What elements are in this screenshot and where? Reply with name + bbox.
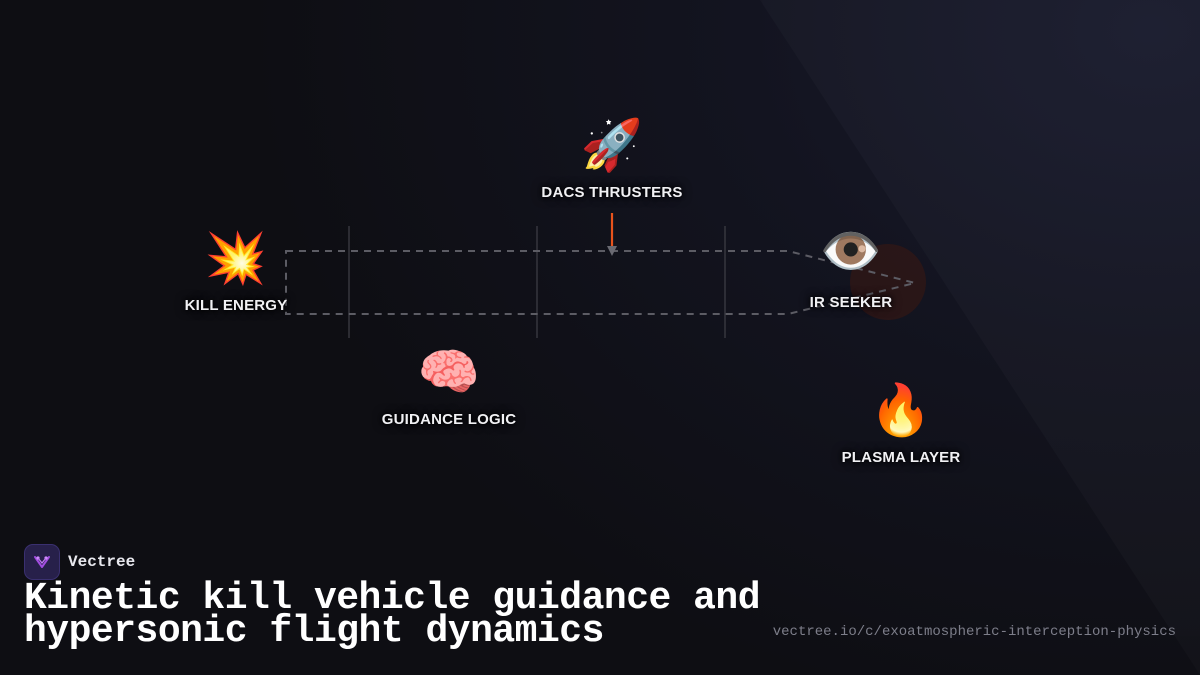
node-label: PLASMA LAYER: [841, 449, 961, 466]
node-guidance-logic: 🧠 GUIDANCE LOGIC: [382, 343, 516, 428]
brand: Vectree: [24, 544, 135, 580]
rocket-icon: 🚀: [580, 116, 644, 174]
node-label: KILL ENERGY: [184, 297, 288, 314]
fire-icon: 🔥: [869, 381, 933, 439]
brand-name: Vectree: [68, 553, 136, 571]
brain-icon: 🧠: [417, 343, 481, 401]
node-kill-energy: 💥 KILL ENERGY: [185, 229, 288, 314]
node-label: DACS THRUSTERS: [541, 184, 683, 201]
node-label: GUIDANCE LOGIC: [381, 411, 517, 428]
collision-icon: 💥: [204, 229, 268, 287]
node-plasma-layer: 🔥 PLASMA LAYER: [842, 381, 961, 466]
node-ir-seeker: 👁️ IR SEEKER: [810, 222, 893, 311]
node-label: IR SEEKER: [809, 294, 893, 311]
page-title: Kinetic kill vehicle guidance and hypers…: [24, 577, 761, 653]
source-url[interactable]: vectree.io/c/exoatmospheric-interception…: [772, 624, 1176, 640]
thrust-arrow-head: [607, 246, 617, 256]
eye-icon: 👁️: [819, 222, 883, 280]
seeker-glow: [850, 244, 926, 320]
node-dacs-thrusters: 🚀 DACS THRUSTERS: [541, 116, 682, 201]
vectree-logo-icon: [24, 544, 60, 580]
vehicle-body-outline: [285, 250, 916, 315]
